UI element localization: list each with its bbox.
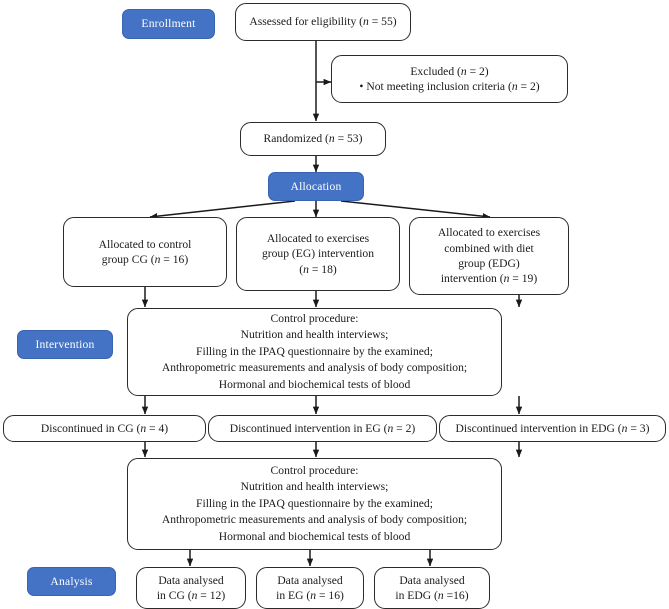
node-allocated-edg-line4: intervention (n = 19) <box>440 272 538 286</box>
node-allocated-exercise-line3: (n = 18) <box>299 262 337 276</box>
stage-label-allocation-text: Allocation <box>290 179 342 193</box>
node-assessed-text: Assessed for eligibility (n = 55) <box>249 15 397 29</box>
node-discontinued-cg: Discontinued in CG (n = 4) <box>3 415 206 442</box>
procedure-line1: Control procedure: <box>270 311 359 325</box>
node-control-procedure-first: Control procedure: Nutrition and health … <box>127 308 502 396</box>
node-analysed-eg: Data analysed in EG (n = 16) <box>256 567 364 609</box>
stage-label-allocation: Allocation <box>268 172 364 201</box>
node-allocated-control-line2: group CG (n = 16) <box>101 253 189 266</box>
node-allocated-control-group: Allocated to control group CG (n = 16) <box>63 217 227 287</box>
node-analysed-eg-line2: in EG (n = 16) <box>276 589 344 602</box>
node-analysed-cg-line1: Data analysed <box>158 573 224 587</box>
node-discontinued-cg-text: Discontinued in CG (n = 4) <box>40 421 169 435</box>
node-excluded: Excluded (n = 2) • Not meeting inclusion… <box>331 55 568 103</box>
node-allocated-exercise-diet-group: Allocated to exercises combined with die… <box>409 217 569 295</box>
procedure2-line2: Nutrition and health interviews; <box>240 480 389 494</box>
node-allocated-exercise-line1: Allocated to exercises <box>266 232 370 246</box>
node-discontinued-eg: Discontinued intervention in EG (n = 2) <box>208 415 437 442</box>
node-analysed-edg: Data analysed in EDG (n =16) <box>374 567 490 609</box>
procedure-line5: Hormonal and biochemical tests of blood <box>218 377 411 391</box>
node-analysed-eg-line1: Data analysed <box>277 573 343 587</box>
stage-label-intervention-text: Intervention <box>35 337 95 351</box>
stage-label-analysis: Analysis <box>27 567 116 596</box>
node-control-procedure-second: Control procedure: Nutrition and health … <box>127 458 502 550</box>
node-allocated-exercise-line2: group (EG) intervention <box>261 247 375 261</box>
node-discontinued-eg-text: Discontinued intervention in EG (n = 2) <box>229 421 416 435</box>
procedure-line3: Filling in the IPAQ questionnaire by the… <box>196 344 433 358</box>
node-analysed-edg-line1: Data analysed <box>399 573 465 587</box>
node-discontinued-edg-text: Discontinued intervention in EDG (n = 3) <box>455 421 650 435</box>
node-allocated-edg-line3: group (EDG) <box>458 257 520 270</box>
node-excluded-title: Excluded (n = 2) <box>410 64 489 78</box>
node-randomized-text: Randomized (n = 53) <box>263 132 363 146</box>
node-excluded-reason: • Not meeting inclusion criteria (n = 2) <box>359 80 540 93</box>
node-analysed-cg: Data analysed in CG (n = 12) <box>136 567 246 609</box>
stage-label-intervention: Intervention <box>17 330 113 359</box>
stage-label-analysis-text: Analysis <box>50 574 93 588</box>
stage-label-enrollment: Enrollment <box>122 9 215 39</box>
procedure2-line1: Control procedure: <box>270 463 359 477</box>
node-discontinued-edg: Discontinued intervention in EDG (n = 3) <box>439 415 666 442</box>
node-randomized: Randomized (n = 53) <box>240 122 386 156</box>
node-assessed-for-eligibility: Assessed for eligibility (n = 55) <box>235 3 411 41</box>
node-analysed-edg-line2: in EDG (n =16) <box>395 589 469 602</box>
stage-label-enrollment-text: Enrollment <box>141 17 196 30</box>
procedure2-line4: Anthropometric measurements and analysis… <box>161 513 468 527</box>
node-allocated-exercise-group: Allocated to exercises group (EG) interv… <box>236 217 400 291</box>
procedure2-line3: Filling in the IPAQ questionnaire by the… <box>196 496 433 510</box>
node-analysed-cg-line2: in CG (n = 12) <box>156 589 226 602</box>
procedure-line2: Nutrition and health interviews; <box>240 328 389 342</box>
node-allocated-edg-line1: Allocated to exercises <box>437 226 541 240</box>
procedure-line4: Anthropometric measurements and analysis… <box>161 361 468 375</box>
procedure2-line5: Hormonal and biochemical tests of blood <box>218 529 411 543</box>
node-allocated-edg-line2: combined with diet <box>444 241 534 255</box>
node-allocated-control-line1: Allocated to control <box>98 237 192 251</box>
